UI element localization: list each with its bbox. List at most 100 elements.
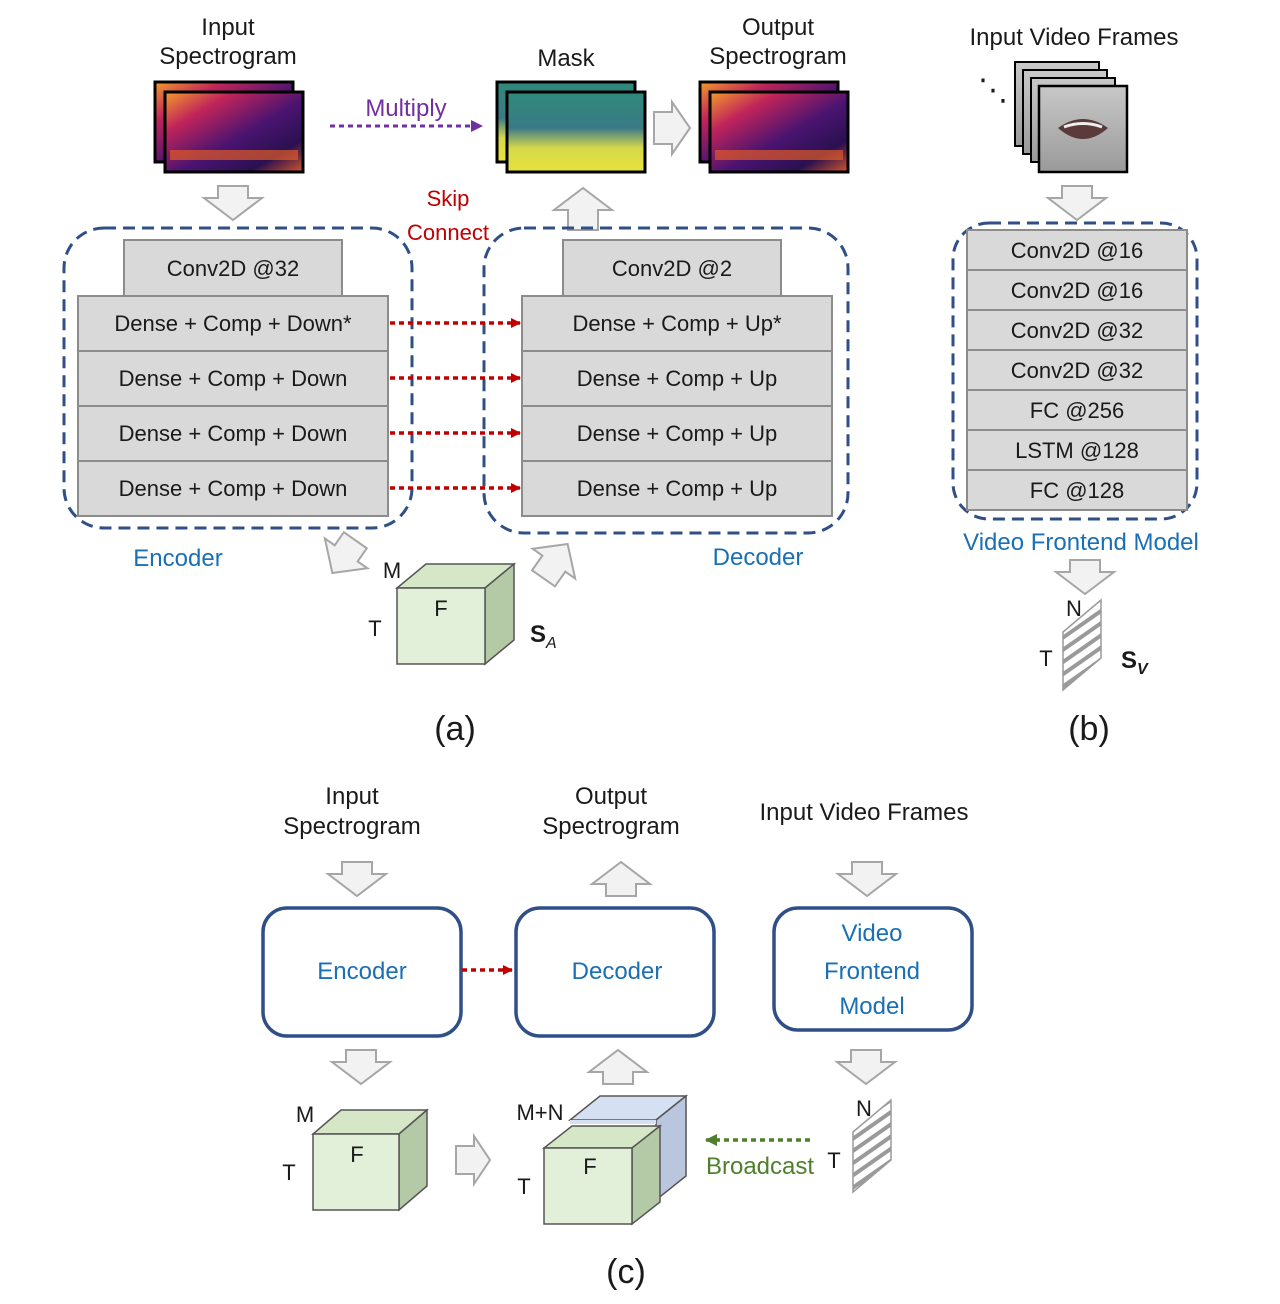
video-frontend-model-label: Video Frontend Model	[963, 529, 1199, 556]
encoder-layer-label: Dense + Comp + Down	[119, 476, 348, 501]
panel-a: Input Spectrogram Multiply Mask Output S…	[62, 14, 850, 748]
ellipsis-icon: ⋱	[978, 74, 1008, 107]
c-input-spectrogram-line2: Spectrogram	[283, 813, 420, 840]
encoder-conv-layer	[123, 239, 343, 297]
caption-a: (a)	[434, 710, 476, 748]
sv-symbol-sub: V	[1137, 661, 1149, 678]
encoder-layer-label: Dense + Comp + Down*	[114, 311, 352, 336]
video-frames-stack	[1014, 61, 1129, 174]
video-layer	[966, 349, 1188, 391]
c-input-spectrogram-line1: Input	[325, 783, 379, 810]
video-layer-label: FC @128	[1030, 478, 1124, 503]
decoder-label: Decoder	[713, 544, 804, 571]
multiply-label: Multiply	[365, 95, 446, 122]
arrow-down-icon	[1045, 185, 1109, 222]
panel-b: Input Video Frames ⋱ Conv2D @16 Conv2D @…	[951, 24, 1199, 748]
video-frontend-layers: Conv2D @16 Conv2D @16 Conv2D @32 Conv2D …	[966, 229, 1188, 511]
decoder-layer-label: Dense + Comp + Up*	[572, 311, 782, 336]
arrow-up-right-icon	[529, 542, 577, 588]
caption-c: (c)	[606, 1253, 646, 1291]
decoder-conv-label: Conv2D @2	[612, 256, 732, 281]
arrow-up-icon	[589, 860, 653, 897]
decoder-layer-label: Dense + Comp + Up	[577, 421, 778, 446]
skip-connection-arrows	[390, 318, 521, 493]
c-decoder-label: Decoder	[572, 958, 663, 985]
c-video-feature-slab	[852, 1098, 892, 1194]
c-cube-f-label: F	[350, 1142, 363, 1167]
cube-f-label: F	[434, 596, 447, 621]
c-output-spectrogram-line2: Spectrogram	[542, 813, 679, 840]
slab-t-label: T	[1039, 646, 1052, 671]
encoder-layer-label: Dense + Comp + Down	[119, 421, 348, 446]
video-layer-label: Conv2D @32	[1011, 358, 1143, 383]
video-feature-slab	[1062, 598, 1102, 692]
sa-symbol: SA	[530, 621, 557, 652]
caption-b: (b)	[1068, 710, 1110, 748]
decoder-layers: Dense + Comp + Up* Dense + Comp + Up Den…	[521, 295, 833, 517]
c-cube2-t-label: T	[517, 1174, 530, 1199]
c-video-frontend-box	[772, 906, 974, 1032]
c-cube2-f-label: F	[583, 1154, 596, 1179]
decoder-layer-label: Dense + Comp + Up	[577, 476, 778, 501]
c-decoder-box	[514, 906, 716, 1038]
encoder-layer-label: Dense + Comp + Down	[119, 366, 348, 391]
video-layer-label: FC @256	[1030, 398, 1124, 423]
video-layer	[966, 309, 1188, 351]
encoder-layer	[77, 295, 389, 352]
slab-n-label: N	[1066, 596, 1082, 621]
c-video-frontend-line3: Model	[839, 993, 904, 1020]
mask-label: Mask	[537, 45, 595, 72]
c-video-frontend-line2: Frontend	[824, 958, 920, 985]
skip-connect-label-line1: Skip	[427, 186, 470, 211]
cube-t-label: T	[368, 616, 381, 641]
c-output-spectrogram-line1: Output	[575, 783, 647, 810]
decoder-layer	[521, 405, 833, 462]
encoder-conv-label: Conv2D @32	[167, 256, 299, 281]
video-layer	[966, 229, 1188, 271]
c-slab-t-label: T	[827, 1148, 840, 1173]
input-video-frames-label: Input Video Frames	[969, 24, 1178, 51]
arrow-down-icon	[325, 861, 389, 898]
video-layer-label: Conv2D @32	[1011, 318, 1143, 343]
sv-symbol: SV	[1121, 647, 1149, 678]
mask-image	[495, 80, 647, 174]
c-encoder-label: Encoder	[317, 958, 406, 985]
cube-m-label: M	[383, 558, 401, 583]
encoder-layers: Dense + Comp + Down* Dense + Comp + Down…	[77, 295, 389, 517]
c-cube-t-label: T	[282, 1160, 295, 1185]
c-slab-n-label: N	[856, 1096, 872, 1121]
sa-symbol-name: S	[530, 621, 546, 648]
arrow-down-right-icon	[323, 530, 371, 575]
decoder-layer	[521, 460, 833, 517]
arrow-down-icon	[834, 1049, 898, 1086]
video-layer	[966, 429, 1188, 471]
input-spectrogram-image	[153, 80, 305, 174]
c-concat-cube	[541, 1094, 689, 1226]
arrow-up-icon	[586, 1048, 650, 1085]
c-cube-m-label: M	[296, 1102, 314, 1127]
decoder-layer-label: Dense + Comp + Up	[577, 366, 778, 391]
arrow-down-icon	[835, 861, 899, 898]
c-video-frontend-line1: Video	[842, 920, 903, 947]
arrow-down-icon	[329, 1049, 393, 1086]
broadcast-label: Broadcast	[706, 1153, 814, 1180]
feature-cube-sa	[394, 562, 517, 666]
c-encoder-box	[261, 906, 463, 1038]
encoder-label: Encoder	[133, 545, 222, 572]
arrow-down-icon	[201, 185, 265, 222]
input-spectrogram-label-line2: Spectrogram	[159, 43, 296, 70]
video-layer	[966, 469, 1188, 511]
skip-connect-label-line2: Connect	[407, 220, 489, 245]
arrow-right-icon	[455, 1132, 492, 1188]
c-cube2-m-label: M+N	[516, 1100, 563, 1125]
video-layer-label: Conv2D @16	[1011, 278, 1143, 303]
arrow-right-icon	[653, 98, 692, 158]
decoder-layer	[521, 350, 833, 407]
output-spectrogram-label-line2: Spectrogram	[709, 43, 846, 70]
output-spectrogram-image	[698, 80, 850, 174]
panel-c: Input Spectrogram Output Spectrogram Inp…	[261, 783, 974, 1291]
encoder-layer	[77, 460, 389, 517]
video-layer-label: Conv2D @16	[1011, 238, 1143, 263]
video-frontend-container	[951, 221, 1199, 521]
